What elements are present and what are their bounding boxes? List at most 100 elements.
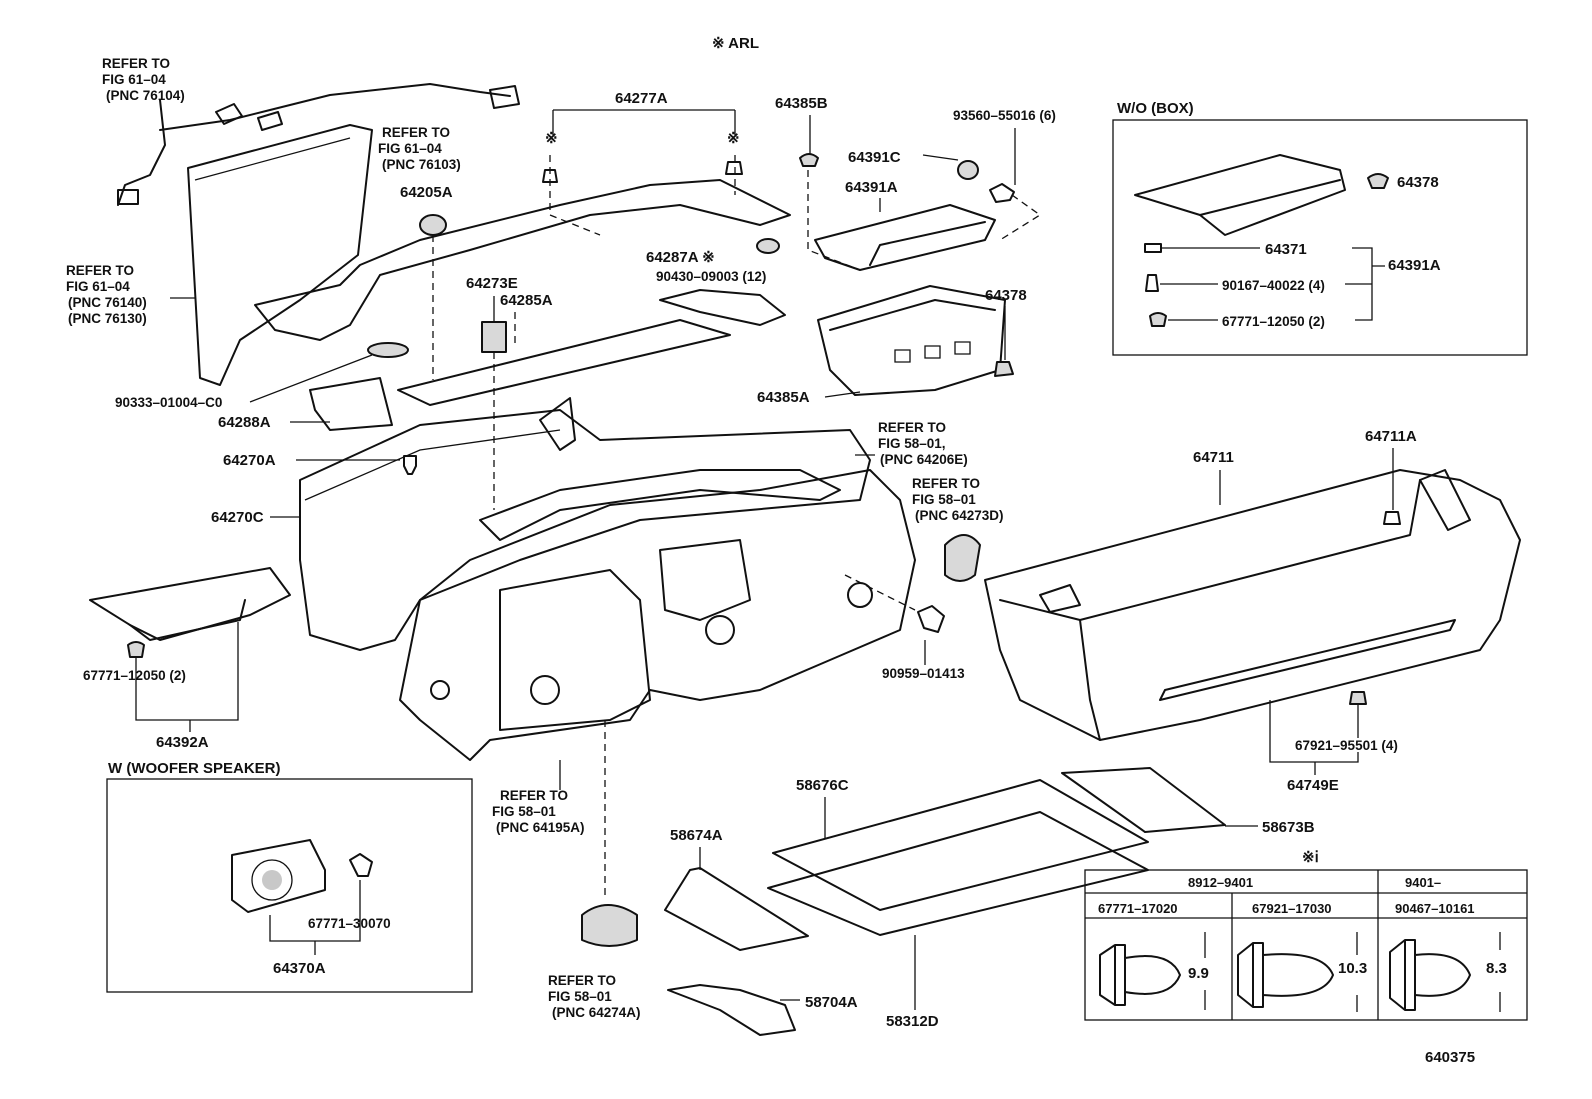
- table-header-8912-9401: 8912–9401: [1188, 875, 1253, 890]
- mat-58673B: [1061, 767, 1226, 833]
- mat-58676C: [772, 779, 1149, 911]
- svg-text:REFER TO: REFER TO: [878, 420, 946, 435]
- label-64392A: 64392A: [156, 734, 209, 751]
- console-64711: [984, 469, 1521, 741]
- label-90333: 90333–01004–C0: [115, 395, 222, 410]
- svg-text:REFER TO: REFER TO: [102, 56, 170, 71]
- wo-90167: 90167–40022 (4): [1222, 278, 1325, 293]
- label-64711: 64711: [1193, 449, 1234, 466]
- svg-text:REFER TO: REFER TO: [500, 788, 568, 803]
- refer-note-76103: REFER TO FIG 61–04 (PNC 76103): [378, 125, 461, 172]
- label-58674A: 58674A: [670, 827, 723, 844]
- star-right: ※: [727, 130, 740, 147]
- cover-64274A: [581, 904, 638, 947]
- label-58312D: 58312D: [886, 1013, 939, 1030]
- label-64273E: 64273E: [466, 275, 518, 292]
- arl-note: ※ ARL: [712, 35, 759, 52]
- svg-text:FIG 58–01: FIG 58–01: [912, 492, 976, 507]
- label-67921-95501: 67921–95501 (4): [1295, 738, 1398, 753]
- table-dim-1: 9.9: [1188, 965, 1209, 982]
- wo-64378: 64378: [1397, 174, 1439, 191]
- lid-64391A: [814, 204, 996, 271]
- wire-harness: [117, 83, 511, 206]
- refer-note-76140: REFER TO FIG 61–04 (PNC 76140) (PNC 7613…: [66, 263, 147, 326]
- woofer-64370A: 64370A: [273, 960, 326, 977]
- bracket-58704A: [667, 984, 796, 1036]
- label-58673B: 58673B: [1262, 819, 1315, 836]
- label-64385A: 64385A: [757, 389, 810, 406]
- wo-67771-12050: 67771–12050 (2): [1222, 314, 1325, 329]
- woofer-67771-30070: 67771–30070: [308, 916, 391, 931]
- clip-64385B: [799, 153, 819, 167]
- label-64277A: 64277A: [615, 90, 668, 107]
- label-64270C: 64270C: [211, 509, 264, 526]
- clip-table-marker: ※ⅰ: [1302, 849, 1319, 866]
- woofer-box-title: W (WOOFER SPEAKER): [108, 760, 281, 777]
- label-64287A: 64287A ※: [646, 249, 715, 266]
- label-64391A-top: 64391A: [845, 179, 898, 196]
- instrument-panel-64270C: [299, 409, 871, 651]
- refer-note-64273D: REFER TO FIG 58–01 (PNC 64273D): [912, 476, 1004, 523]
- pad-64287A: [659, 289, 786, 326]
- svg-text:FIG 58–01: FIG 58–01: [492, 804, 556, 819]
- svg-text:(PNC 76130): (PNC 76130): [68, 311, 147, 326]
- table-part-1: 67771–17020: [1098, 901, 1178, 916]
- plug-90333: [367, 342, 409, 358]
- clip-table: ※ⅰ 8912–9401 9401– 67771–17020 67921–170…: [1084, 849, 1528, 1021]
- label-64288A: 64288A: [218, 414, 271, 431]
- svg-text:FIG 58–01: FIG 58–01: [548, 989, 612, 1004]
- table-header-9401: 9401–: [1405, 875, 1441, 890]
- tray-64392A: [89, 567, 291, 641]
- svg-text:REFER TO: REFER TO: [382, 125, 450, 140]
- pad-64273D: [944, 534, 981, 582]
- table-dim-2: 10.3: [1338, 960, 1367, 977]
- label-64378-mid: 64378: [985, 287, 1027, 304]
- label-90959: 90959–01413: [882, 666, 965, 681]
- clip-90959: [917, 605, 945, 633]
- label-58704A: 58704A: [805, 994, 858, 1011]
- trim-panel-64270: [187, 124, 373, 386]
- label-67771-12050-left: 67771–12050 (2): [83, 668, 186, 683]
- label-64205A: 64205A: [400, 184, 453, 201]
- woofer-speaker: [231, 839, 326, 913]
- svg-text:(PNC 76104): (PNC 76104): [106, 88, 185, 103]
- svg-text:(PNC 64206E): (PNC 64206E): [880, 452, 968, 467]
- label-58676C: 58676C: [796, 777, 849, 794]
- pad-64277A: [254, 179, 791, 341]
- svg-text:FIG 61–04: FIG 61–04: [66, 279, 130, 294]
- woofer-box-inset: W (WOOFER SPEAKER) 67771–30070 64370A: [106, 760, 473, 993]
- svg-text:(PNC 64195A): (PNC 64195A): [496, 820, 585, 835]
- svg-text:FIG 61–04: FIG 61–04: [378, 141, 442, 156]
- refer-note-64206E: REFER TO FIG 58–01, (PNC 64206E): [878, 420, 968, 467]
- block-64273E: [481, 321, 507, 353]
- label-64385B: 64385B: [775, 95, 828, 112]
- table-part-3: 90467–10161: [1395, 901, 1475, 916]
- svg-text:REFER TO: REFER TO: [66, 263, 134, 278]
- svg-text:(PNC 76103): (PNC 76103): [382, 157, 461, 172]
- svg-text:FIG 58–01,: FIG 58–01,: [878, 436, 946, 451]
- bracket-64288A: [309, 377, 393, 431]
- glovebox-64385A: [817, 285, 1006, 396]
- star-left: ※: [545, 130, 558, 147]
- cap-64205A: [419, 214, 447, 236]
- label-64749E: 64749E: [1287, 777, 1339, 794]
- mat-58674A: [664, 867, 809, 951]
- svg-text:REFER TO: REFER TO: [912, 476, 980, 491]
- label-64391C: 64391C: [848, 149, 901, 166]
- wo-64371: 64371: [1265, 241, 1307, 258]
- bumper-64391C: [957, 160, 979, 180]
- refer-note-76104: REFER TO FIG 61–04 (PNC 76104): [102, 56, 185, 103]
- svg-text:REFER TO: REFER TO: [548, 973, 616, 988]
- strip-64285A: [397, 319, 731, 406]
- refer-note-64274A: REFER TO FIG 58–01 (PNC 64274A): [548, 973, 641, 1020]
- figure-number: 640375: [1425, 1049, 1475, 1066]
- svg-text:(PNC 76140): (PNC 76140): [68, 295, 147, 310]
- refer-note-64195A: REFER TO FIG 58–01 (PNC 64195A): [492, 788, 585, 835]
- wo-box-inset: W/O (BOX) 64378 64371 90167–40022 (4) 67…: [1112, 100, 1528, 356]
- label-64270A: 64270A: [223, 452, 276, 469]
- screw-93560: [989, 183, 1015, 203]
- label-93560: 93560–55016 (6): [953, 108, 1056, 123]
- svg-text:FIG 61–04: FIG 61–04: [102, 72, 166, 87]
- label-90430: 90430–09003 (12): [656, 269, 766, 284]
